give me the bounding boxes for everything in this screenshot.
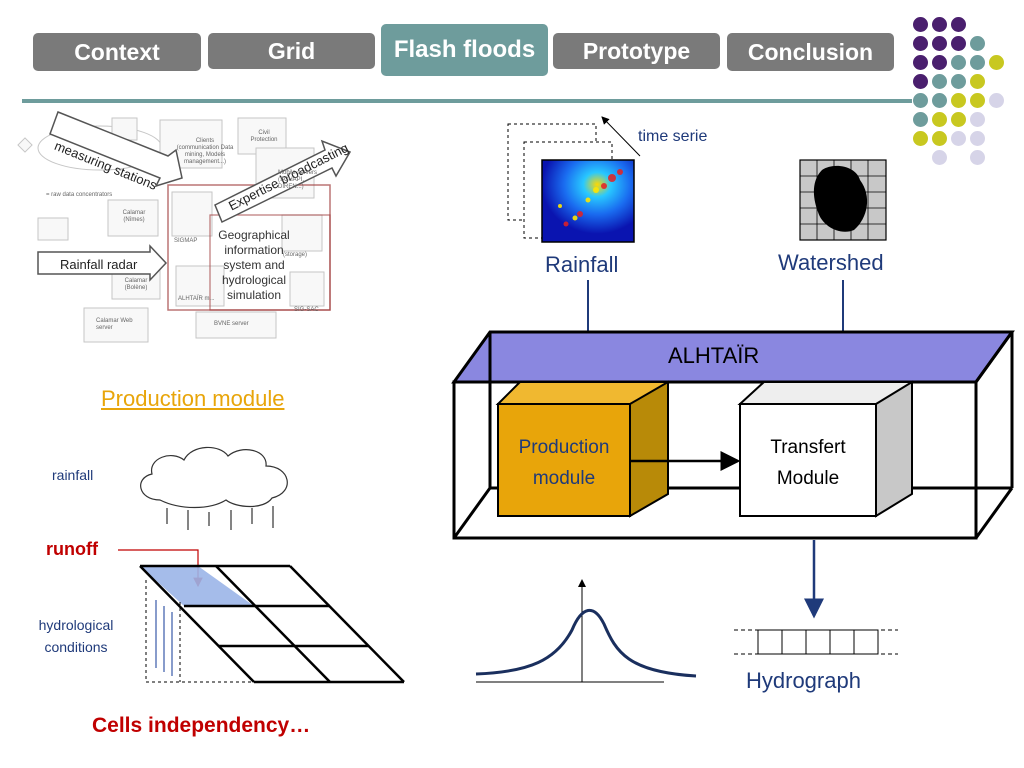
label-clients: Clients (communication Data mining, Mode… (176, 138, 234, 165)
tab-label: Flash floods (393, 36, 536, 63)
dot (913, 17, 928, 32)
label-calamar-nimes: Calamar (Nîmes) (122, 210, 146, 223)
production-module-title[interactable]: Production module (101, 386, 285, 411)
runoff-label: runoff (46, 539, 98, 559)
transfert-module-box-label: Transfert Module (770, 437, 846, 489)
dot (951, 112, 966, 127)
label-alhtair-m: ALHTAÏR m... (178, 296, 215, 302)
rainfall-input-label: Rainfall (545, 252, 619, 277)
label-calamar-web: Calamar Web server (96, 318, 133, 331)
alhtair-label: ALHTAÏR (668, 343, 760, 368)
label-mobile-servers: Mobile servers (SCHAPI, DIREN...) (278, 170, 318, 190)
tab-label: Prototype (582, 37, 691, 64)
label-raw-data: = raw data concentrators (46, 192, 113, 198)
tab-flash-floods[interactable]: Flash floods (381, 24, 548, 76)
production-module-box-label: Production module (518, 437, 610, 489)
dot (989, 93, 1004, 108)
dot (951, 131, 966, 146)
label-sigmap: SIGMAP (174, 238, 198, 244)
dot (970, 150, 985, 165)
dot (913, 131, 928, 146)
rainfall-radar-label: Rainfall radar (60, 257, 138, 272)
tab-conclusion[interactable]: Conclusion (727, 33, 894, 71)
tab-label: Grid (267, 37, 316, 64)
dot (951, 74, 966, 89)
hydrograph-label: Hydrograph (746, 668, 861, 693)
label-sig-sac: SIG-SAC (294, 307, 319, 313)
dot (932, 55, 947, 70)
tab-context[interactable]: Context (33, 33, 201, 71)
dot (913, 112, 928, 127)
hydrograph-curve (475, 609, 697, 678)
dot (913, 36, 928, 51)
dot (951, 93, 966, 108)
dot (951, 17, 966, 32)
dot (932, 131, 947, 146)
dot (970, 112, 985, 127)
tab-label: Context (74, 38, 160, 65)
dot (951, 55, 966, 70)
dot (913, 55, 928, 70)
label-civil-protection: Civil Protection (250, 130, 278, 143)
dot (989, 55, 1004, 70)
time-serie-label: time serie (638, 128, 708, 145)
dot (932, 112, 947, 127)
dot (932, 36, 947, 51)
tab-label: Conclusion (747, 38, 874, 65)
cloud-icon (140, 446, 288, 509)
dot (932, 150, 947, 165)
watershed-input-label: Watershed (778, 250, 884, 275)
dot (932, 17, 947, 32)
dot (970, 55, 985, 70)
watershed-shape (813, 165, 868, 232)
header-rule (22, 99, 912, 103)
dot (970, 36, 985, 51)
label-bvne: BVNE server (214, 321, 249, 327)
dot (970, 93, 985, 108)
tab-prototype[interactable]: Prototype (553, 33, 720, 69)
label-storage: (storage) (283, 252, 308, 258)
dot (932, 93, 947, 108)
dot (913, 74, 928, 89)
gis-label: Geographical information system and hydr… (218, 228, 290, 302)
cells-independency-caption: Cells independency… (92, 714, 311, 737)
dot (913, 93, 928, 108)
measuring-stations-label: measuring stations (52, 138, 160, 193)
label-calamar-bolene: Calamar (Bolène) (124, 278, 148, 291)
rainfall-label: rainfall (52, 467, 94, 483)
tab-grid[interactable]: Grid (208, 33, 375, 69)
dot (951, 36, 966, 51)
radar-image (541, 159, 635, 243)
dot (970, 74, 985, 89)
dot (932, 74, 947, 89)
dot (970, 131, 985, 146)
hydrological-conditions-label: hydrological conditions (38, 617, 114, 655)
